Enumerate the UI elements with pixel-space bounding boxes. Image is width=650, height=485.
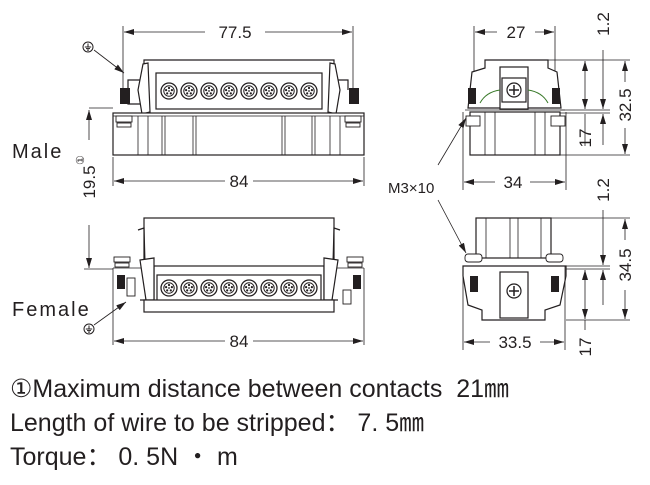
dim-female-side-lower: 17 [576,338,595,357]
dim-male-side-height: 32.5 [616,88,635,121]
pitch-dimension [84,107,113,270]
contact-pin-icon [180,82,198,100]
male-side-view [462,26,630,190]
dim-male-top-width: 77.5 [218,23,251,42]
screw-label: M3×10 [388,180,434,197]
female-side-view [437,117,630,350]
footnote-marker: ① [75,155,87,165]
dim-male-base-width: 84 [230,172,249,191]
contact-pin-icon [240,82,258,100]
contact-pin-icon [260,82,278,100]
contact-pin-icon [200,279,218,297]
contact-pin-icon [260,279,278,297]
contact-pin-icon [160,279,178,297]
ground-symbol-icon [82,41,94,53]
male-label: Male [12,141,63,163]
female-label: Female [12,299,91,321]
dim-female-base-width: 84 [230,332,249,351]
contact-pin-icon [280,279,298,297]
contact-pin-icon [160,82,178,100]
dim-male-side-top: 27 [507,23,526,42]
spec-notes: ①Maximum distance between contacts 21㎜ L… [10,372,509,474]
dim-male-side-lower: 17 [576,129,595,148]
male-front-view [93,26,365,186]
dim-female-side-base: 33.5 [498,333,531,352]
contact-pin-icon [180,279,198,297]
contact-pin-icon [300,279,318,297]
contact-pin-icon [220,82,238,100]
note-torque: Torque： 0. 5N ・ m [10,443,238,471]
ground-symbol-icon [83,323,95,335]
contact-pin-icon [240,279,258,297]
dim-male-side-base: 34 [504,173,523,192]
dim-female-side-gap: 1.2 [594,178,613,202]
dim-pitch-vertical: 19.5 [80,165,99,198]
note-max-contact-distance: ①Maximum distance between contacts 21㎜ [10,375,510,403]
contact-pin-icon [300,82,318,100]
note-wire-strip-length: Length of wire to be stripped： 7. 5㎜ [10,409,425,437]
contact-pin-icon [280,82,298,100]
contact-pin-icon [200,82,218,100]
contact-pin-icon [220,279,238,297]
dim-female-side-height: 34.5 [616,248,635,281]
dim-male-side-gap: 1.2 [594,12,613,36]
